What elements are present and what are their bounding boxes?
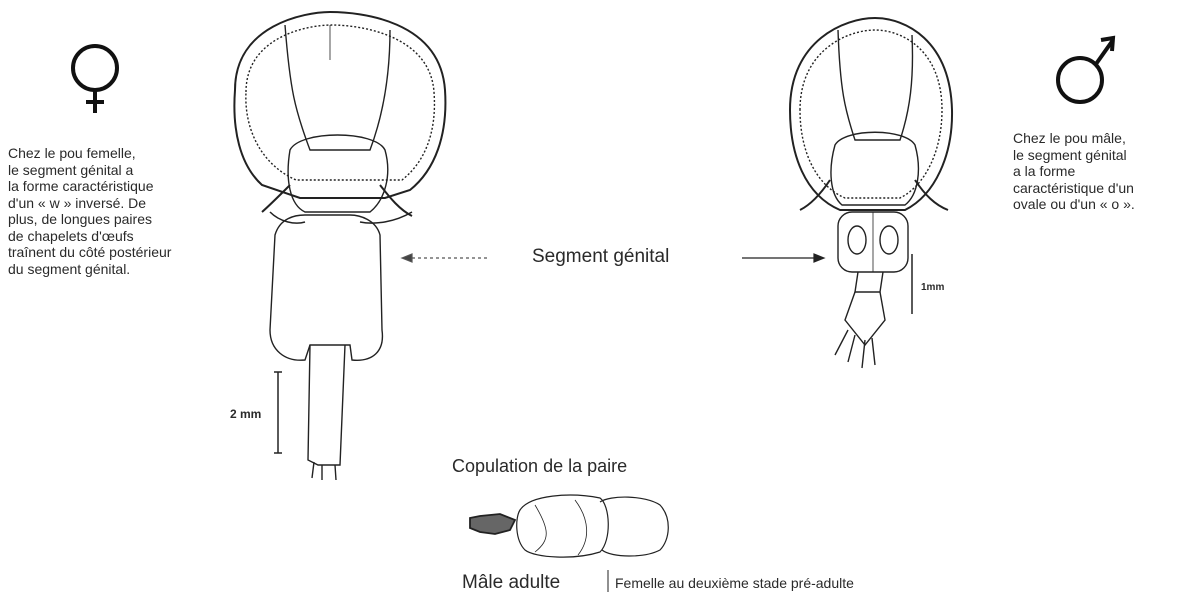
male-louse-illustration	[790, 18, 952, 368]
female-symbol-icon	[73, 46, 117, 113]
female-stage-label: Femelle au deuxième stade pré-adulte	[615, 575, 854, 591]
female-scale-bar	[274, 372, 282, 453]
male-scale-label: 1mm	[921, 282, 944, 293]
female-description: Chez le pou femelle, le segment génital …	[8, 145, 171, 277]
male-adult-label: Mâle adulte	[462, 572, 560, 594]
arrow-to-female-segment	[402, 254, 490, 262]
male-symbol-icon	[1058, 38, 1113, 102]
copulation-title: Copulation de la paire	[452, 456, 627, 477]
arrow-to-male-segment	[742, 254, 824, 262]
female-louse-illustration	[234, 12, 445, 480]
male-description: Chez le pou mâle, le segment génital a l…	[1013, 130, 1135, 213]
segment-label: Segment génital	[532, 246, 669, 268]
female-scale-label: 2 mm	[230, 407, 261, 421]
